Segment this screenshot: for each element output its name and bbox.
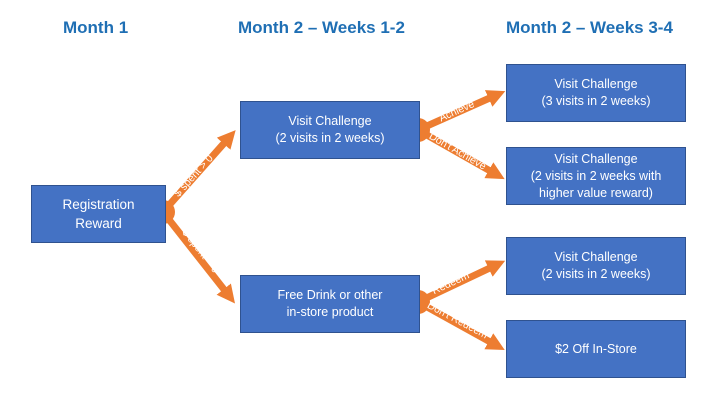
node-line: $2 Off In-Store [555, 341, 637, 356]
node-2-off-in-store: $2 Off In-Store [506, 320, 686, 378]
node-registration-reward: Registration Reward [31, 185, 166, 243]
edge-label-dont-achieve: Don't Achieve [427, 130, 488, 172]
node-line: (2 visits in 2 weeks) [275, 131, 385, 145]
node-line: Visit Challenge [554, 250, 638, 264]
node-line: Registration [62, 197, 135, 212]
arrow-spent-eq0 [160, 209, 236, 304]
arrow-dont-redeem [416, 298, 505, 351]
arrow-achieve [416, 90, 506, 134]
header-month-2-weeks-1-2: Month 2 – Weeks 1-2 [238, 18, 405, 37]
node-line: higher value reward) [539, 185, 653, 200]
edge-label-dont-redeem: Don't Redeem [425, 299, 490, 341]
node-line: (3 visits in 2 weeks) [541, 94, 651, 108]
node-visit-challenge-higher-value: Visit Challenge (2 visits in 2 weeks wit… [506, 147, 686, 205]
node-line: Visit Challenge [554, 151, 638, 166]
arrow-spent-gt0 [160, 130, 236, 215]
edge-label-achieve: Achieve [437, 98, 476, 124]
node-line: Free Drink or other [277, 288, 383, 302]
node-free-drink: Free Drink or other in-store product [240, 275, 420, 333]
edge-label-spent-gt0: $ spent > 0 [172, 152, 216, 199]
node-line: Reward [75, 216, 122, 231]
header-month-1: Month 1 [63, 18, 129, 37]
header-month-2-weeks-3-4: Month 2 – Weeks 3-4 [506, 18, 673, 37]
edge-label-spent-eq0: $ spent = 0 [180, 227, 222, 276]
node-visit-challenge-2-visits-redeem: Visit Challenge (2 visits in 2 weeks) [506, 237, 686, 295]
node-visit-challenge-2-visits: Visit Challenge (2 visits in 2 weeks) [240, 101, 420, 159]
arrow-dont-achieve [416, 126, 505, 180]
node-line: in-store product [286, 305, 374, 319]
node-line: Visit Challenge [554, 77, 638, 91]
arrow-redeem [416, 260, 506, 306]
node-visit-challenge-3-visits: Visit Challenge (3 visits in 2 weeks) [506, 64, 686, 122]
node-line: Visit Challenge [288, 114, 372, 128]
node-line: (2 visits in 2 weeks with [530, 168, 662, 183]
node-line: (2 visits in 2 weeks) [541, 267, 651, 281]
